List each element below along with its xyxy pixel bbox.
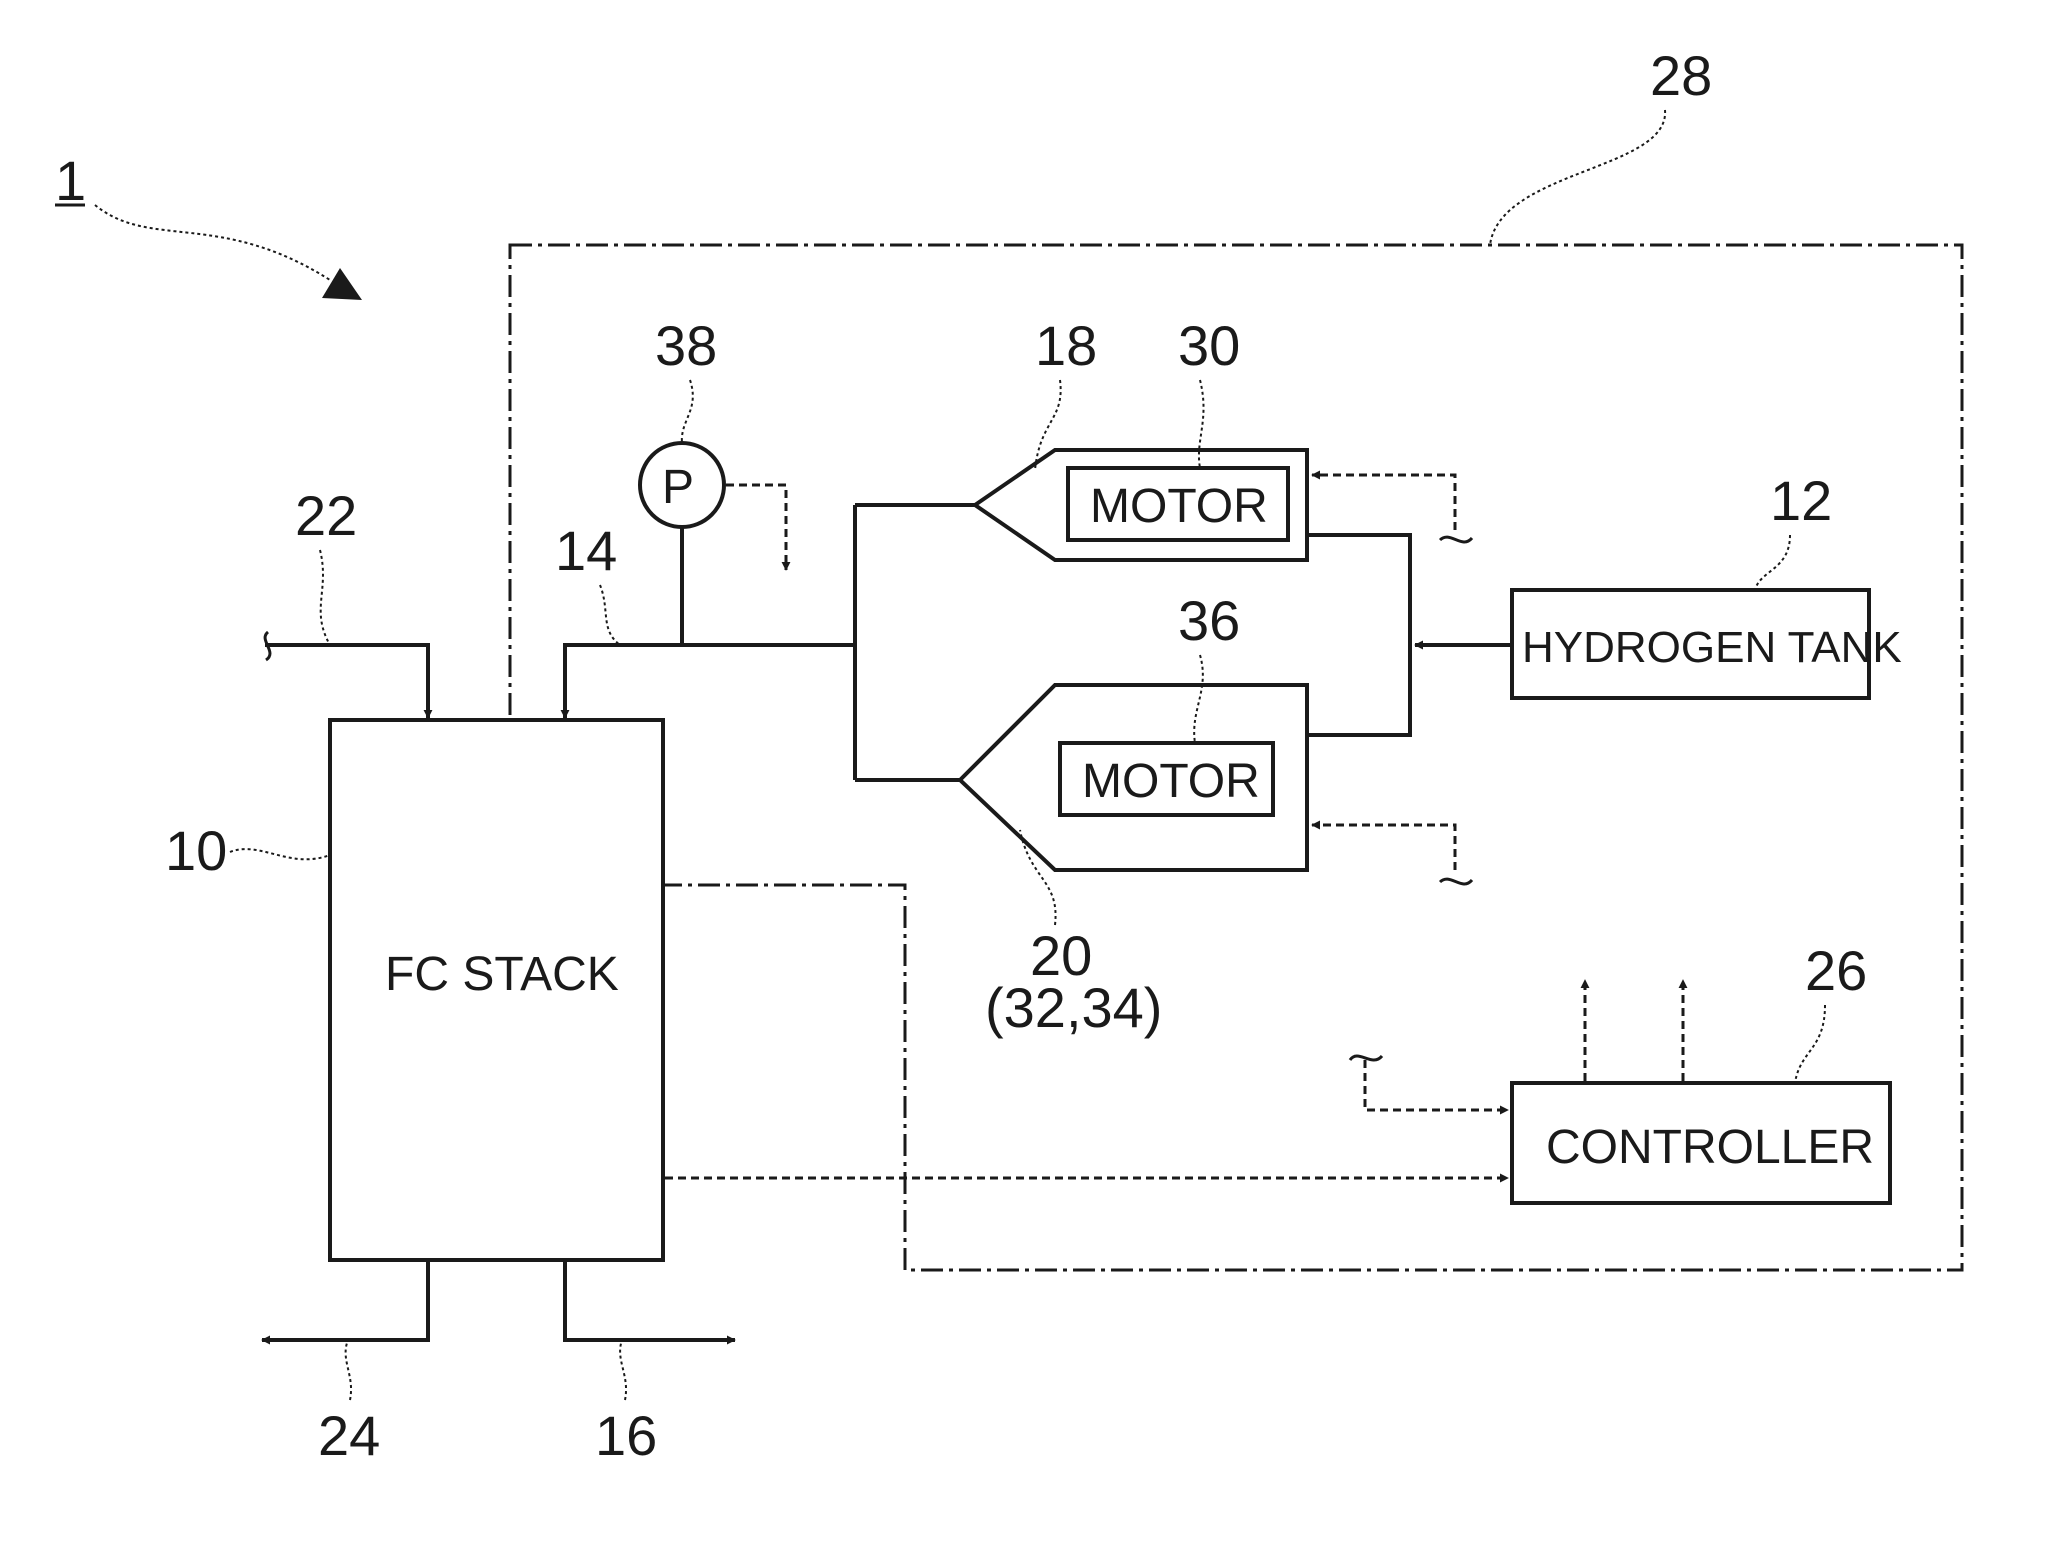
ref-cathode-exhaust-leader [346,1340,351,1400]
injector-manifold [855,505,975,780]
motor-bottom-label: MOTOR [1082,755,1260,808]
cathode-exhaust-line [262,1262,428,1340]
ref-injector-1: 18 [1035,314,1097,377]
hydrogen-tank-label: HYDROGEN TANK [1522,623,1902,672]
ref-stack: 10 [165,819,227,882]
ref-motor-1: 30 [1178,314,1240,377]
motor-top-signal-break [1440,537,1472,542]
fc-stack-label: FC STACK [385,948,619,1001]
ref-tank-leader [1755,535,1790,590]
ref-stack-leader [230,849,330,859]
ref-controller: 26 [1805,939,1867,1002]
ref-system-leader [95,205,330,280]
ref-system: 1 [55,149,86,212]
injector-feed-split [1307,535,1410,735]
hydrogen-supply-line [565,645,855,718]
pressure-signal-line [726,485,786,570]
ref-pressure-sensor: 38 [655,314,717,377]
ref-oxidant-inlet-leader [320,550,330,645]
ref-injector-2-sub: (32,34) [985,976,1162,1039]
ref-supply-line-leader [600,585,620,645]
anode-exhaust-line [565,1262,735,1340]
ref-supply-system-leader [1490,110,1665,245]
controller-input-signal [1365,1060,1508,1110]
oxidant-inlet-line [265,645,428,718]
ref-oxidant-inlet: 22 [295,484,357,547]
ref-pressure-sensor-leader [682,380,693,443]
motor-bottom-control-signal [1312,825,1455,870]
controller-label: CONTROLLER [1546,1121,1874,1174]
pressure-sensor-label: P [662,461,694,514]
ref-supply-system: 28 [1650,44,1712,107]
ref-tank: 12 [1770,469,1832,532]
motor-top-label: MOTOR [1090,480,1268,533]
ref-anode-exhaust-leader [620,1340,626,1400]
ref-motor-2: 36 [1178,589,1240,652]
ref-system-arrowhead [322,268,362,300]
motor-top-control-signal [1312,475,1455,530]
controller-input-break [1350,1056,1382,1060]
ref-anode-exhaust: 16 [595,1404,657,1467]
ref-cathode-exhaust: 24 [318,1404,380,1467]
ref-controller-leader [1795,1005,1825,1083]
motor-bottom-signal-break [1440,879,1472,884]
ref-supply-line: 14 [555,519,617,582]
